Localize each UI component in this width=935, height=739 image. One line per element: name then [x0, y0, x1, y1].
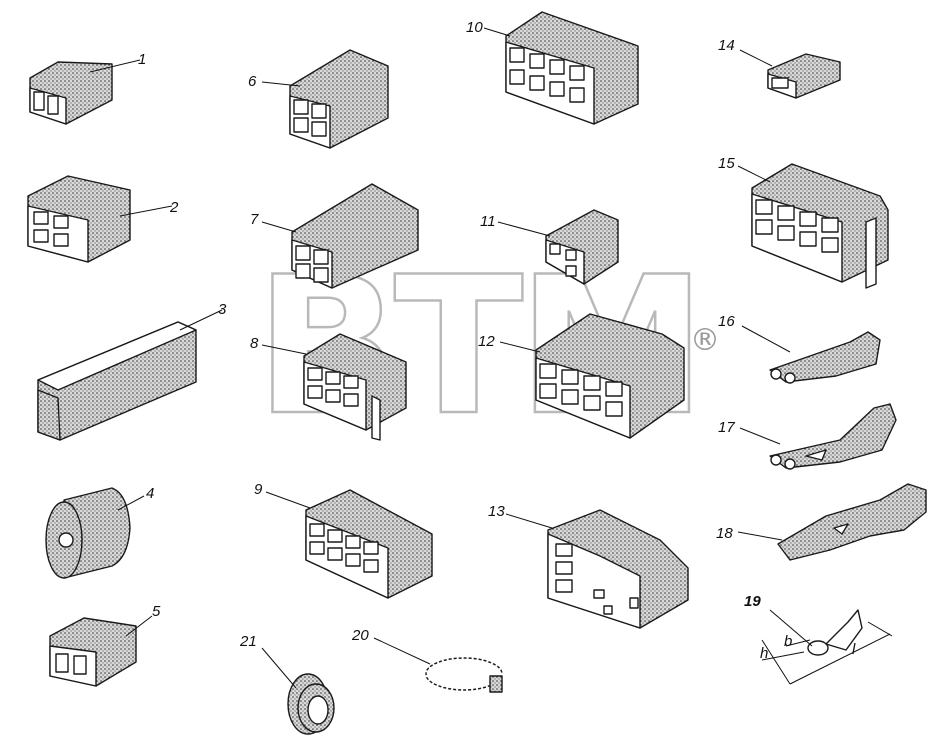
part-5-connector: [49, 615, 153, 687]
label-16: 16: [718, 313, 735, 330]
part-8-connector: [261, 333, 407, 441]
label-9: 9: [254, 481, 263, 498]
part-3-connector: [37, 309, 223, 441]
part-1-connector: [29, 59, 141, 125]
part-6-connector: [261, 49, 389, 149]
part-21-grommet: [261, 647, 335, 735]
label-1: 1: [138, 51, 146, 68]
dim-label-l: l: [852, 641, 856, 658]
label-15: 15: [718, 155, 735, 172]
label-12: 12: [478, 333, 495, 350]
part-11-connector: [497, 209, 619, 285]
part-10-connector: [483, 11, 639, 125]
label-4: 4: [146, 485, 154, 502]
registered-mark: ®: [690, 323, 720, 358]
part-19-terminal: h b l: [760, 609, 893, 685]
part-7-connector: [261, 183, 419, 289]
label-20: 20: [351, 627, 369, 644]
label-7: 7: [250, 211, 259, 228]
part-14-connector: [739, 49, 841, 99]
dim-label-h: h: [760, 645, 768, 662]
part-16-terminal: [741, 325, 881, 384]
label-13: 13: [488, 503, 505, 520]
label-5: 5: [152, 603, 161, 620]
part-4-grommet: [45, 487, 145, 579]
part-17-terminal: [739, 403, 897, 470]
label-18: 18: [716, 525, 733, 542]
label-17: 17: [718, 419, 735, 436]
label-8: 8: [250, 335, 259, 352]
label-2: 2: [169, 199, 179, 216]
label-19: 19: [744, 593, 761, 610]
label-6: 6: [248, 73, 257, 90]
label-3: 3: [218, 301, 227, 318]
part-13-connector: [505, 509, 689, 629]
part-number-labels: 1 2 3 4 5 6 7 8 9 10 11 12 13 14 15 16 1…: [138, 19, 761, 650]
part-2-connector: [27, 175, 173, 263]
label-14: 14: [718, 37, 735, 54]
part-12-connector: [499, 313, 685, 439]
label-21: 21: [239, 633, 257, 650]
part-20-clamp: [373, 637, 503, 693]
label-11: 11: [480, 213, 496, 230]
part-18-terminal: [737, 483, 927, 561]
part-15-connector: [737, 163, 889, 289]
label-10: 10: [466, 19, 483, 36]
dim-label-b: b: [784, 633, 792, 650]
part-9-connector: [265, 489, 433, 599]
